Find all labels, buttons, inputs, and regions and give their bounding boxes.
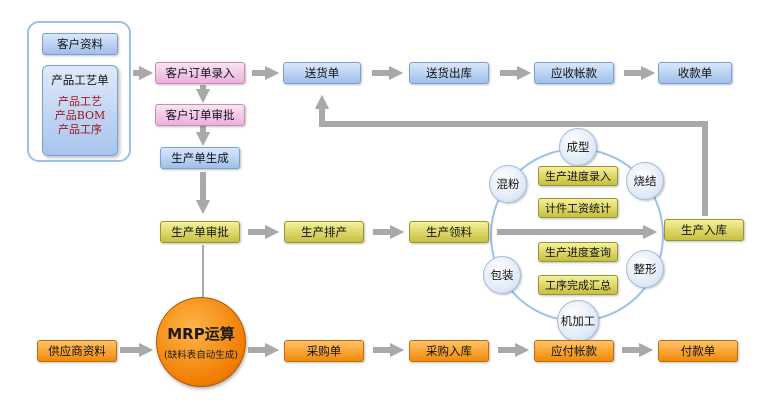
material-picking-box[interactable]: 生产领料: [409, 221, 489, 243]
order-audit-box[interactable]: 客户订单审批: [155, 104, 245, 126]
cycle-node-shaping[interactable]: 整形: [626, 250, 664, 288]
delivery-note-label: 送货单: [304, 66, 340, 80]
task-progress-query-label: 生产进度查询: [545, 246, 611, 259]
task-procedure-summary-label: 工序完成汇总: [545, 279, 611, 292]
production-audit-box[interactable]: 生产单审批: [160, 221, 240, 243]
task-progress-entry-label: 生产进度录入: [545, 170, 611, 183]
payment-box[interactable]: 付款单: [658, 340, 738, 362]
cycle-node-mixing-label: 混粉: [496, 177, 520, 191]
order-audit-label: 客户订单审批: [165, 108, 235, 122]
production-order-label: 生产单生成: [171, 151, 229, 165]
arrow-warehouse-to-delivery: [314, 94, 708, 216]
craft-item-process: 产品工艺: [57, 95, 102, 108]
customer-info-box[interactable]: 客户资料: [42, 33, 118, 55]
material-picking-label: 生产领料: [426, 225, 472, 239]
payable-box[interactable]: 应付帐款: [534, 340, 614, 362]
task-progress-query[interactable]: 生产进度查询: [538, 242, 618, 262]
product-craft-title: 产品工艺单: [51, 73, 109, 87]
delivery-out-label: 送货出库: [426, 66, 472, 80]
order-entry-label: 客户订单录入: [165, 66, 235, 80]
task-procedure-summary[interactable]: 工序完成汇总: [538, 275, 618, 295]
production-audit-label: 生产单审批: [171, 225, 229, 239]
delivery-note-box[interactable]: 送货单: [283, 62, 361, 84]
cycle-node-shaping-label: 整形: [633, 262, 657, 276]
mrp-subtitle: (缺料表自动生成): [164, 350, 238, 361]
scheduling-box[interactable]: 生产排产: [284, 221, 364, 243]
delivery-out-box[interactable]: 送货出库: [409, 62, 489, 84]
craft-item-bom: 产品BOM: [54, 109, 106, 122]
warehouse-in-box[interactable]: 生产入库: [664, 219, 744, 241]
receivable-box[interactable]: 应收帐款: [534, 62, 614, 84]
cycle-node-packing-label: 包装: [490, 268, 514, 282]
supplier-info-box[interactable]: 供应商资料: [37, 340, 117, 362]
cycle-node-forming[interactable]: 成型: [559, 128, 597, 166]
order-entry-box[interactable]: 客户订单录入: [155, 62, 245, 84]
cycle-node-sintering[interactable]: 烧结: [626, 162, 664, 200]
scheduling-label: 生产排产: [301, 225, 347, 239]
cycle-node-machining-label: 机加工: [560, 314, 596, 328]
purchase-order-box[interactable]: 采购单: [284, 340, 364, 362]
cycle-node-mixing[interactable]: 混粉: [489, 165, 527, 203]
task-progress-entry[interactable]: 生产进度录入: [538, 166, 618, 186]
payment-label: 付款单: [680, 344, 716, 358]
mrp-calculation-node[interactable]: MRP运算 (缺料表自动生成): [156, 297, 246, 387]
customer-info-label: 客户资料: [57, 37, 103, 51]
purchase-in-label: 采购入库: [426, 344, 472, 358]
supplier-info-label: 供应商资料: [48, 344, 106, 358]
cycle-node-sintering-label: 烧结: [633, 174, 657, 188]
production-order-box[interactable]: 生产单生成: [160, 147, 240, 169]
cycle-node-forming-label: 成型: [566, 140, 590, 154]
purchase-in-box[interactable]: 采购入库: [409, 340, 489, 362]
receipt-box[interactable]: 收款单: [658, 62, 732, 84]
cycle-node-packing[interactable]: 包装: [483, 256, 521, 294]
receipt-label: 收款单: [677, 66, 713, 80]
warehouse-in-label: 生产入库: [681, 223, 727, 237]
cycle-node-machining[interactable]: 机加工: [557, 300, 599, 342]
task-piecework-wage[interactable]: 计件工资统计: [538, 198, 618, 218]
task-piecework-wage-label: 计件工资统计: [545, 202, 611, 215]
receivable-label: 应收帐款: [551, 66, 597, 80]
craft-item-procedure: 产品工序: [57, 123, 102, 136]
purchase-order-label: 采购单: [306, 344, 342, 358]
mrp-title: MRP运算: [167, 325, 235, 343]
product-craft-card[interactable]: 产品工艺单 产品工艺 产品BOM 产品工序: [42, 65, 118, 156]
payable-label: 应付帐款: [551, 344, 597, 358]
